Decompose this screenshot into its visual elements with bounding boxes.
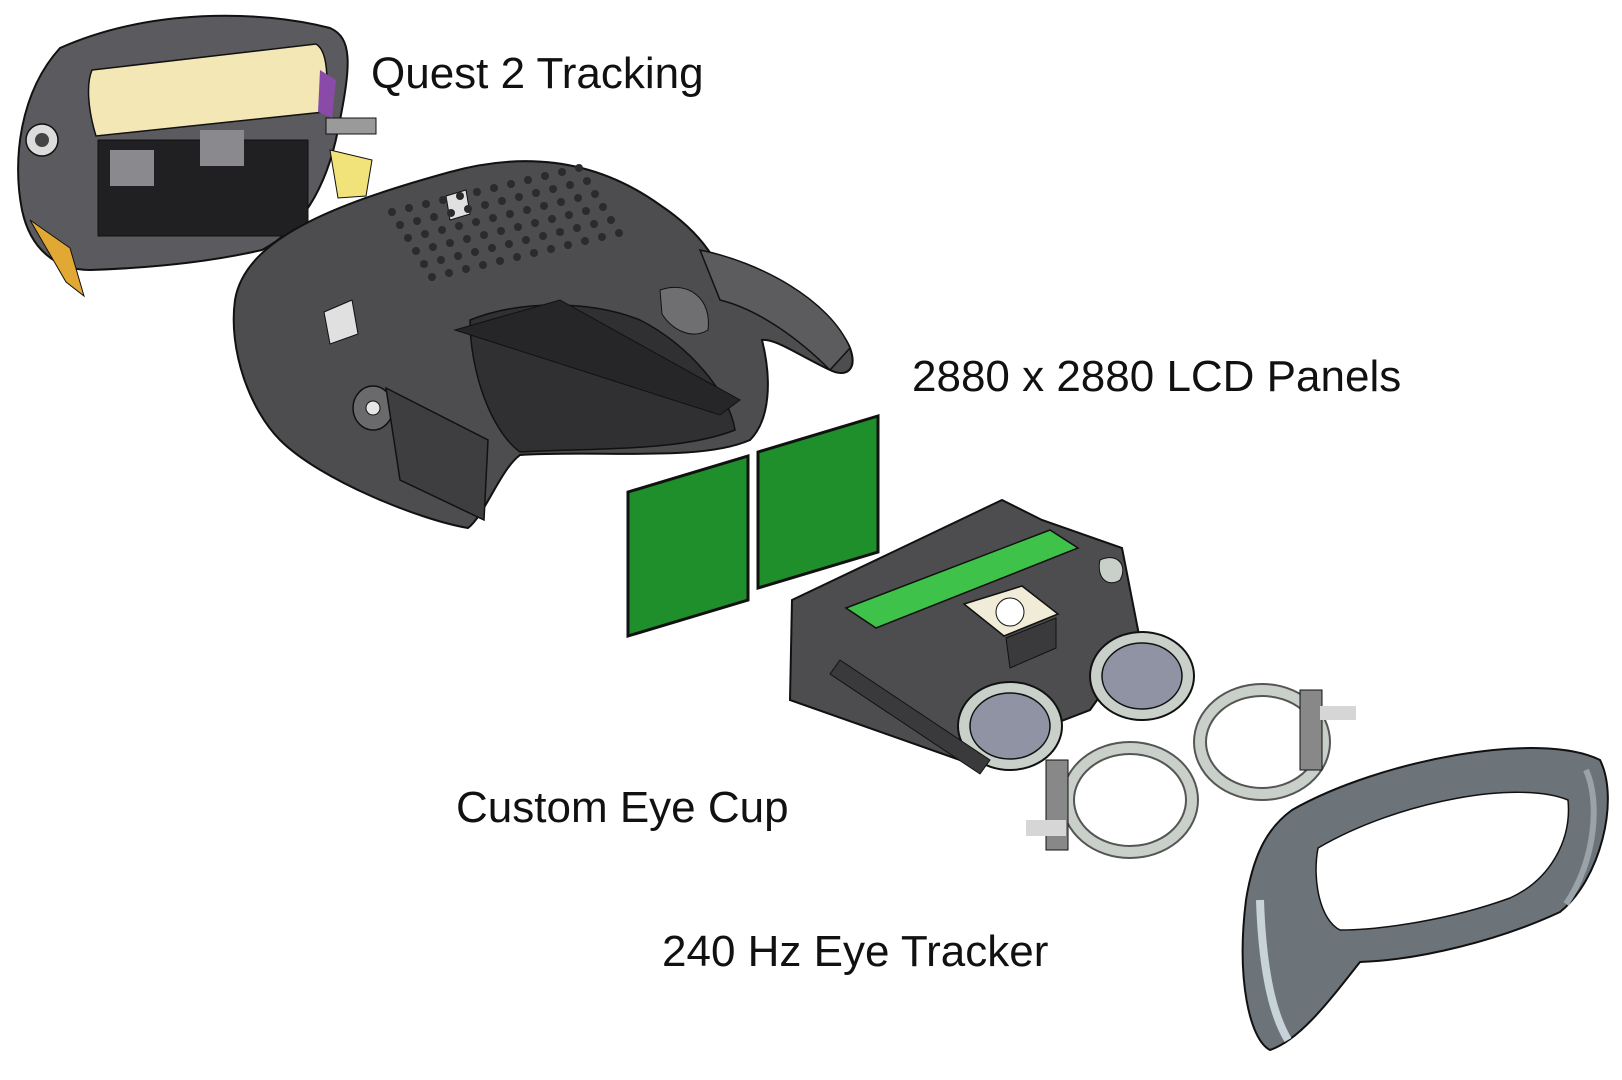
vent-hole (523, 206, 531, 214)
vent-hole (412, 247, 420, 255)
vent-hole (564, 241, 572, 249)
vent-hole (615, 229, 623, 237)
vent-hole (539, 232, 547, 240)
vent-hole (574, 194, 582, 202)
vent-hole (420, 260, 428, 268)
vent-hole (439, 196, 447, 204)
vent-hole (591, 190, 599, 198)
vent-hole (540, 202, 548, 210)
vent-hole (473, 188, 481, 196)
vent-hole (472, 218, 480, 226)
lcd-panels (626, 413, 880, 639)
vent-hole (541, 172, 549, 180)
eye-tracker-rings (1026, 683, 1356, 859)
vent-hole (566, 181, 574, 189)
vent-hole (524, 176, 532, 184)
vent-hole (479, 261, 487, 269)
vent-hole (556, 228, 564, 236)
vent-hole (558, 168, 566, 176)
vent-hole (581, 237, 589, 245)
vent-hole (438, 226, 446, 234)
vent-hole (506, 210, 514, 218)
headset-housing (232, 160, 854, 530)
vent-hole (514, 223, 522, 231)
vent-hole (463, 235, 471, 243)
vent-hole (464, 205, 472, 213)
facial-interface (1241, 747, 1609, 1052)
vent-hole (582, 207, 590, 215)
vent-hole (388, 208, 396, 216)
vent-hole (507, 180, 515, 188)
vent-hole (413, 217, 421, 225)
vent-hole (422, 200, 430, 208)
vent-hole (471, 248, 479, 256)
vent-hole (515, 193, 523, 201)
vent-hole (607, 216, 615, 224)
vent-hole (590, 220, 598, 228)
vent-hole (445, 269, 453, 277)
vent-hole (549, 185, 557, 193)
vent-hole (522, 236, 530, 244)
vent-hole (396, 221, 404, 229)
vent-hole (447, 209, 455, 217)
quest2-tracking-label: Quest 2 Tracking (371, 49, 704, 98)
vent-hole (513, 253, 521, 261)
vent-hole (583, 177, 591, 185)
vent-hole (428, 273, 436, 281)
vent-hole (456, 192, 464, 200)
quest2-tracking-module (17, 14, 377, 298)
vent-hole (575, 164, 583, 172)
vent-hole (505, 240, 513, 248)
vent-hole (490, 184, 498, 192)
vent-hole (421, 230, 429, 238)
vent-holes (388, 164, 623, 281)
vent-hole (446, 239, 454, 247)
vent-hole (531, 219, 539, 227)
vent-hole (598, 233, 606, 241)
vent-hole (405, 204, 413, 212)
vent-hole (437, 256, 445, 264)
vent-hole (573, 224, 581, 232)
vent-hole (462, 265, 470, 273)
vent-hole (548, 215, 556, 223)
vent-hole (454, 252, 462, 260)
vent-hole (430, 213, 438, 221)
eye-cup-label: Custom Eye Cup (456, 783, 789, 832)
vent-hole (480, 231, 488, 239)
lens-module (788, 498, 1195, 775)
vent-hole (488, 244, 496, 252)
vent-hole (530, 249, 538, 257)
vent-hole (404, 234, 412, 242)
vent-hole (599, 203, 607, 211)
vent-hole (557, 198, 565, 206)
vent-hole (497, 227, 505, 235)
vent-hole (565, 211, 573, 219)
vent-hole (429, 243, 437, 251)
vent-hole (496, 257, 504, 265)
vent-hole (547, 245, 555, 253)
vent-hole (481, 201, 489, 209)
lcd-panels-label: 2880 x 2880 LCD Panels (912, 352, 1402, 401)
vent-hole (498, 197, 506, 205)
vent-hole (489, 214, 497, 222)
vent-hole (532, 189, 540, 197)
vent-hole (455, 222, 463, 230)
eye-tracker-label: 240 Hz Eye Tracker (662, 927, 1049, 976)
